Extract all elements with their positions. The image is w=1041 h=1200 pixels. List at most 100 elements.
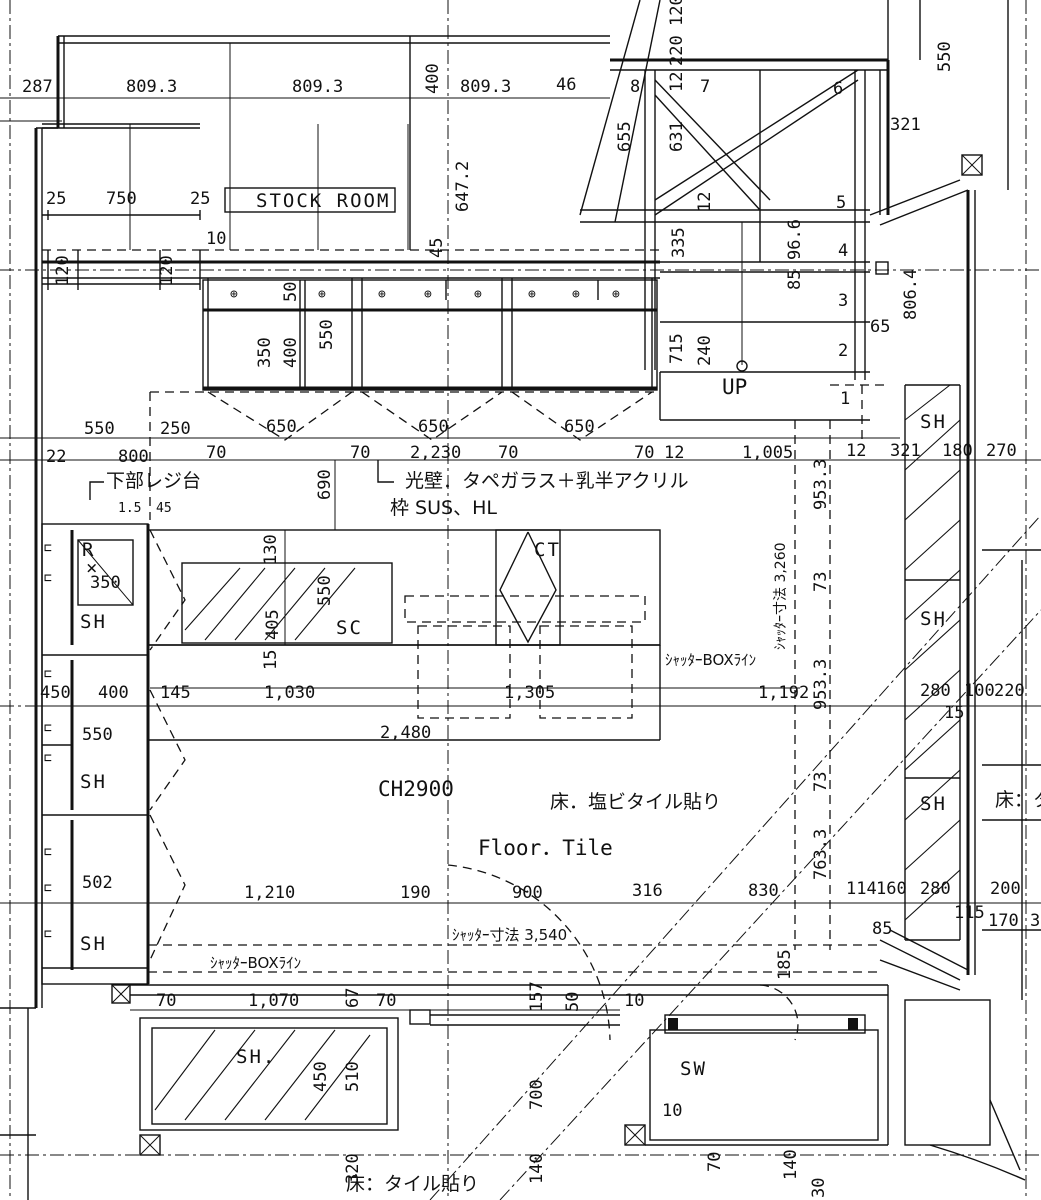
svg-text:⊕: ⊕	[378, 287, 386, 302]
svg-text:⊕: ⊕	[612, 287, 620, 302]
right-sh-column: SH SH SH 床：タ	[869, 154, 1041, 1000]
svg-text:185: 185	[775, 949, 795, 980]
svg-text:280: 280	[920, 879, 951, 899]
svg-text:2: 2	[838, 341, 848, 361]
svg-text:73: 73	[811, 572, 831, 592]
svg-text:⊏: ⊏	[44, 571, 52, 586]
svg-text:130: 130	[261, 534, 281, 565]
svg-text:×: ×	[86, 557, 99, 579]
sh-right-1: SH	[920, 411, 947, 433]
svg-text:6: 6	[833, 79, 843, 99]
svg-text:170: 170	[988, 911, 1019, 931]
svg-text:400: 400	[98, 683, 129, 703]
svg-text:115: 115	[954, 903, 985, 923]
fixture-icons: ⊕ ⊕ ⊕ ⊕ ⊕ ⊕ ⊕ ⊕	[230, 287, 620, 302]
svg-text:120: 120	[53, 255, 73, 286]
svg-text:7: 7	[700, 77, 710, 97]
svg-text:800: 800	[118, 447, 149, 467]
svg-text:690: 690	[315, 469, 335, 500]
svg-text:⊏: ⊏	[44, 845, 52, 860]
svg-text:12: 12	[695, 192, 715, 212]
dimension-labels: 287 809.3 809.3 809.3 46 400 120 220 12 …	[22, 0, 1041, 1198]
svg-text:190: 190	[400, 883, 431, 903]
svg-text:900: 900	[512, 883, 543, 903]
svg-text:1.5: 1.5	[118, 501, 141, 516]
svg-text:10: 10	[624, 991, 644, 1011]
floor-en-note: Floor．Tile	[478, 836, 613, 860]
svg-text:450: 450	[40, 683, 71, 703]
svg-text:4: 4	[838, 241, 848, 261]
svg-text:502: 502	[82, 873, 113, 893]
svg-text:157: 157	[527, 981, 547, 1012]
svg-text:830: 830	[748, 881, 779, 901]
svg-text:550: 550	[315, 575, 335, 606]
svg-text:140: 140	[527, 1153, 547, 1184]
svg-text:316: 316	[632, 881, 663, 901]
sh-left-2: SH	[80, 771, 107, 793]
svg-text:405: 405	[263, 609, 283, 640]
svg-text:100: 100	[964, 681, 995, 701]
svg-text:1,210: 1,210	[244, 883, 295, 903]
svg-text:2,480: 2,480	[380, 723, 431, 743]
svg-text:⊏: ⊏	[44, 881, 52, 896]
sh-bottom: SH.	[236, 1046, 276, 1068]
svg-text:8: 8	[630, 77, 640, 97]
staircase: UP 8 7 6 5 4 3 2 1	[579, 0, 890, 440]
svg-text:140: 140	[781, 1149, 801, 1180]
svg-text:647.2: 647.2	[453, 161, 473, 212]
svg-text:73: 73	[811, 772, 831, 792]
svg-text:220: 220	[667, 35, 687, 66]
svg-text:700: 700	[527, 1079, 547, 1110]
svg-text:5: 5	[836, 193, 846, 213]
svg-text:650: 650	[564, 417, 595, 437]
floor-jp-note: 床．塩ビタイル貼り	[550, 791, 721, 813]
svg-text:650: 650	[418, 417, 449, 437]
svg-text:⊕: ⊕	[572, 287, 580, 302]
svg-text:⊕: ⊕	[474, 287, 482, 302]
svg-text:67: 67	[343, 988, 363, 1008]
svg-text:450: 450	[311, 1061, 331, 1092]
svg-text:22: 22	[46, 447, 66, 467]
svg-text:10: 10	[662, 1101, 682, 1121]
svg-text:114: 114	[846, 879, 877, 899]
svg-text:120: 120	[667, 0, 687, 26]
wall-finish-note: 光壁．タペガラス＋乳半アクリル	[405, 470, 689, 492]
svg-text:⊏: ⊏	[44, 927, 52, 942]
svg-text:70: 70	[206, 443, 226, 463]
svg-text:250: 250	[160, 419, 191, 439]
diagonal-reference-lines	[429, 420, 1041, 1200]
sh-bottom-hatch	[154, 1029, 371, 1121]
sh-left-3: SH	[80, 933, 107, 955]
svg-text:85: 85	[785, 270, 805, 290]
svg-text:321: 321	[890, 441, 921, 461]
svg-text:750: 750	[106, 189, 137, 209]
svg-text:2,230: 2,230	[410, 443, 461, 463]
svg-text:⊕: ⊕	[318, 287, 326, 302]
svg-text:280: 280	[920, 681, 951, 701]
dimension-lines	[0, 437, 1041, 1011]
svg-text:350: 350	[90, 573, 121, 593]
svg-text:50: 50	[281, 282, 301, 302]
svg-text:180: 180	[942, 441, 973, 461]
counter-area: SC CT CH2900	[147, 460, 661, 801]
svg-text:287: 287	[22, 77, 53, 97]
floor-tile-bottom: 床：タイル貼り	[346, 1173, 479, 1195]
svg-text:70: 70	[376, 991, 396, 1011]
sh-right-3: SH	[920, 793, 947, 815]
svg-text:⊏: ⊏	[44, 541, 52, 556]
floor-right-note: 床：タ	[995, 789, 1041, 811]
svg-text:70: 70	[498, 443, 518, 463]
svg-text:160: 160	[876, 879, 907, 899]
svg-text:30: 30	[1030, 911, 1041, 931]
svg-text:15: 15	[944, 703, 964, 723]
shutter-dim-b: ｼｬｯﾀｰ寸法 3,540	[452, 926, 567, 944]
svg-text:1,070: 1,070	[248, 991, 299, 1011]
svg-text:46: 46	[556, 75, 576, 95]
up-label: UP	[722, 375, 747, 399]
svg-text:240: 240	[695, 335, 715, 366]
svg-text:70: 70	[156, 991, 176, 1011]
sc-label: SC	[336, 617, 363, 639]
svg-text:70: 70	[634, 443, 654, 463]
svg-text:25: 25	[46, 189, 66, 209]
svg-text:⊕: ⊕	[230, 287, 238, 302]
